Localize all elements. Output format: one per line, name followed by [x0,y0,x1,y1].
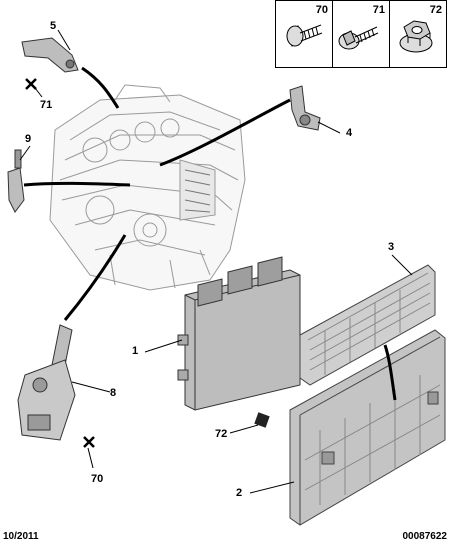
callout-1: 1 [132,345,139,357]
fastener-legend: 70 71 72 [275,0,447,68]
ecu-module [177,256,301,411]
callout-9: 9 [25,133,32,145]
callout-3: 3 [388,241,395,253]
legend-cell-71: 71 [333,1,390,67]
nut-72 [254,412,270,428]
callout-71: 71 [40,99,53,111]
legend-ref-72: 72 [429,4,442,16]
sensor-part-9 [7,149,25,213]
legend-cell-72: 72 [390,1,446,67]
callout-5: 5 [50,20,57,32]
footer-date: 10/2011 [3,531,39,542]
bracket-part-4 [289,85,321,131]
callout-8: 8 [110,387,117,399]
callout-4: 4 [346,127,353,139]
ecu-cover-grille [299,264,436,386]
pedal-sensor-bracket [17,324,76,441]
leader-lines [19,29,413,494]
callout-72: 72 [215,428,228,440]
footer-reference: 00087622 [402,531,448,542]
legend-cell-70: 70 [276,1,333,67]
fastener-markers [25,78,95,448]
wiring-harness [23,66,397,401]
flange-nut-icon [399,20,433,53]
callout-70: 70 [91,473,104,485]
ecu-bracket-tray [289,329,446,526]
flanged-bolt-icon [286,24,323,47]
engine-block-drawing [49,84,246,291]
sensor-part-5 [21,37,79,73]
legend-ref-70: 70 [315,4,328,16]
washer-screw-icon [338,26,379,50]
legend-ref-71: 71 [372,4,385,16]
callout-2: 2 [236,487,243,499]
